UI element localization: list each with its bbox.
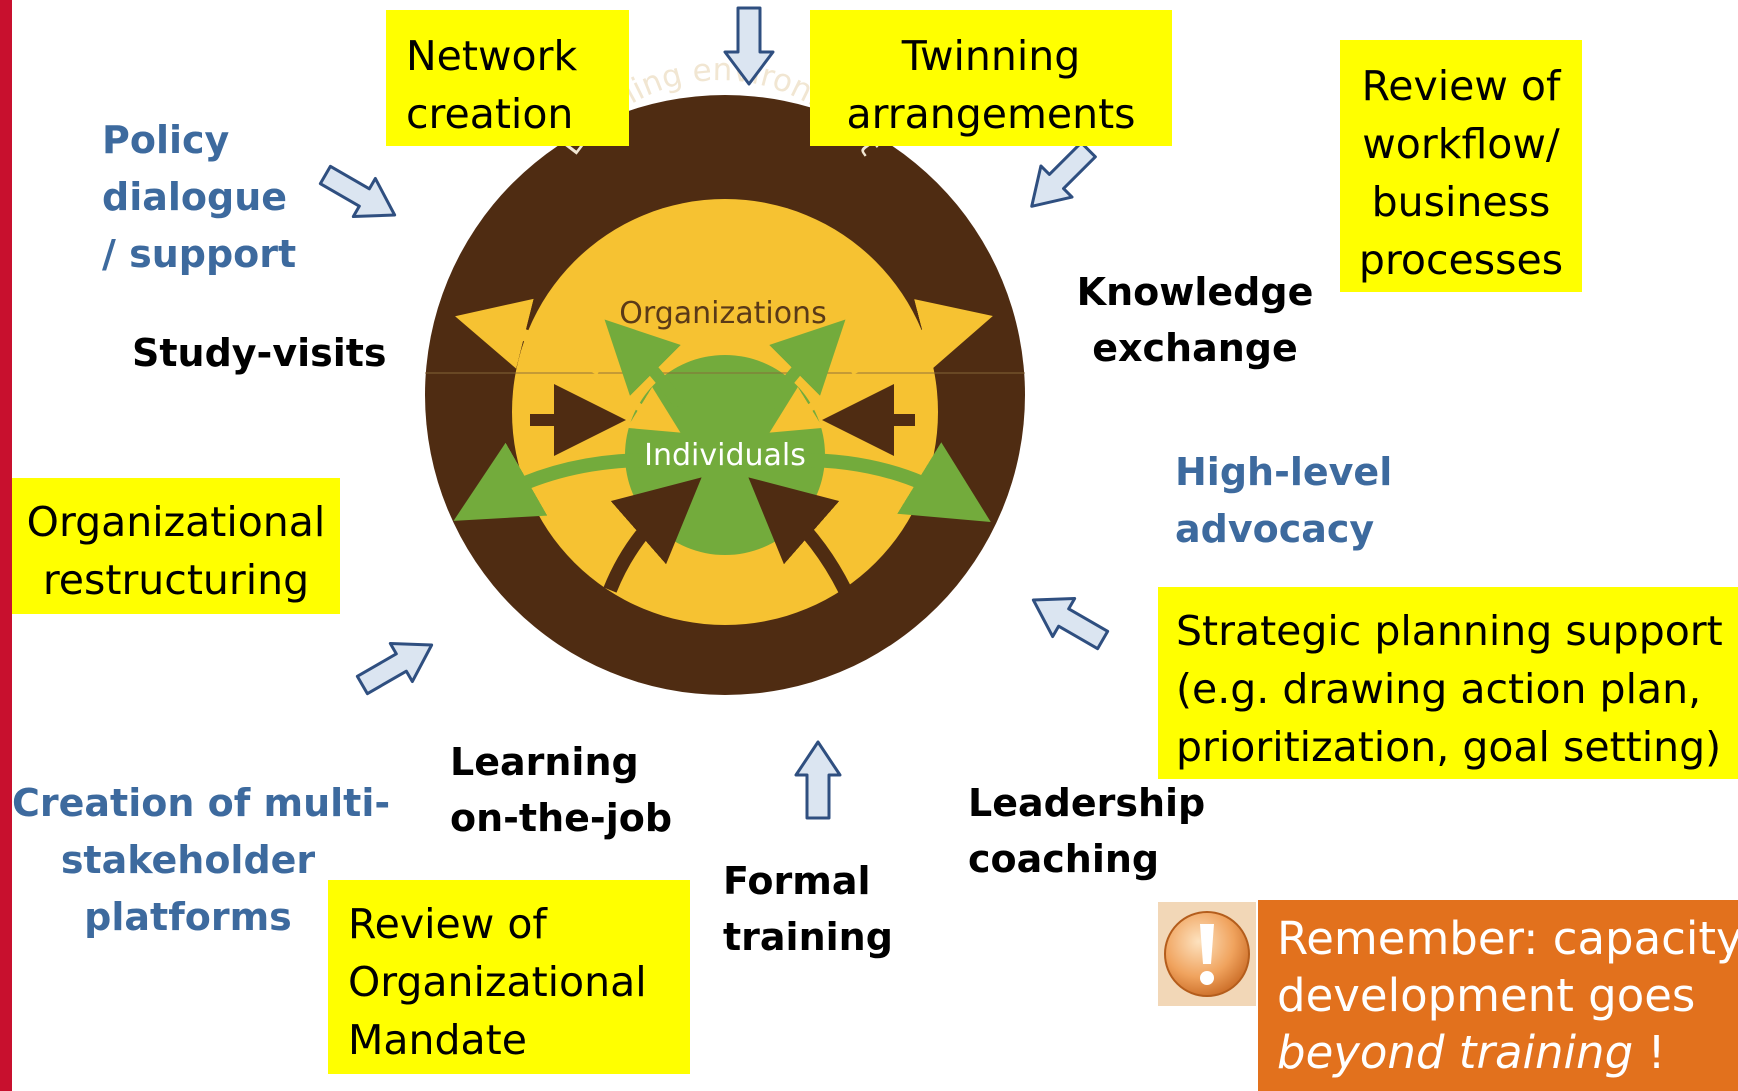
label-study-visits: Study-visits [132,331,387,375]
reminder-line-1: Remember: capacity [1277,912,1738,965]
arrow-ind-out-right [799,442,991,523]
label-leadership-coaching: Leadership coaching [968,781,1206,881]
arrow-env-in-bottom-right [748,477,852,594]
label-high-level-advocacy: High-level advocacy [1175,450,1393,551]
reminder-callout: Remember: capacity development goes beyo… [1258,900,1738,1091]
box-network-creation: Network creation [386,10,629,146]
arrow-env-in-bottom-left [603,477,702,593]
arrow-twinning [1030,141,1097,208]
arrow-org-in-left [592,376,681,433]
box-strategic-planning: Strategic planning support (e.g. drawing… [1158,587,1738,779]
exclamation-icon [1158,902,1256,1006]
label-formal-training: Formal training [723,859,893,959]
label-learning-on-the-job: Learning on-the-job [450,740,673,840]
reminder-line-2: development goes [1277,969,1696,1022]
box-review-mandate: Review of Organizational Mandate [328,880,690,1074]
label-policy-dialogue: Policy dialogue / support [102,118,297,276]
reminder-emphasis: beyond training [1277,1026,1634,1079]
arrow-ind-out-left [453,442,651,521]
box-twinning-arrangements: Twinning arrangements [810,10,1172,146]
arrow-policy [318,164,397,219]
arrow-restructuring [355,641,434,696]
arrow-org-out-left [455,298,604,376]
reminder-line-3: beyond training ! [1277,1024,1738,1081]
label-multi-stakeholder-platforms: Creation of multi- stakeholder platforms [12,781,391,939]
arrow-up-bottom [794,740,842,820]
box-organizational-restructuring: Organizational restructuring [12,478,340,614]
arrow-org-out-right [846,299,993,376]
box-review-workflow: Review of workflow/ business processes [1340,40,1582,292]
arrow-org-in-right [769,376,858,433]
ring-inner-label: Individuals [644,438,806,473]
ring-middle-label: Organizations [619,296,826,331]
red-accent-bar [0,0,12,1091]
reminder-end: ! [1633,1026,1666,1079]
arrow-strategic [1031,596,1110,651]
arrow-down-top [723,6,775,86]
label-knowledge-exchange: Knowledge exchange [1076,270,1314,370]
